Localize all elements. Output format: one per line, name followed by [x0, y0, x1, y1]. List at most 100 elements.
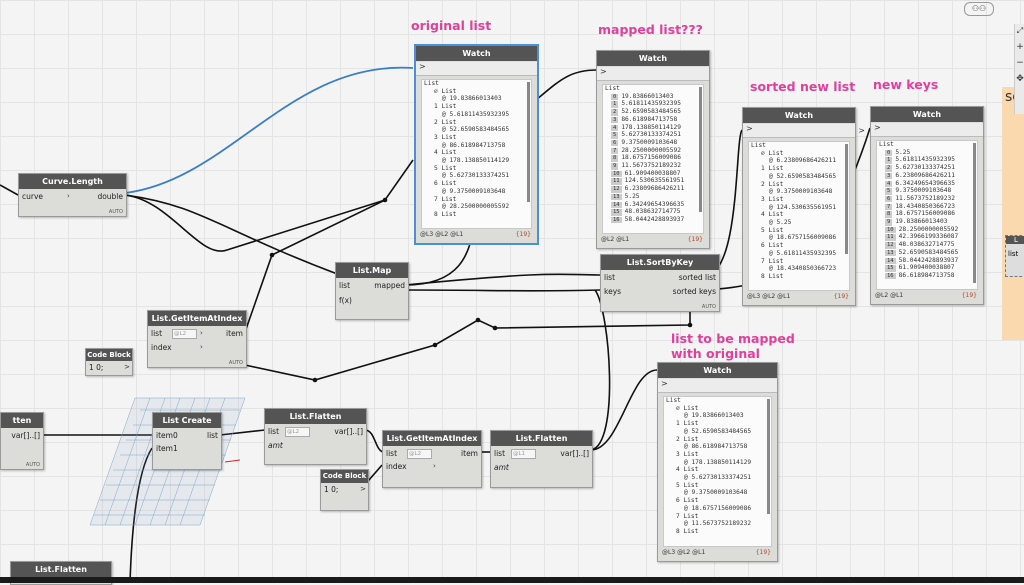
watch-row: @ 86.618984713758	[442, 141, 506, 149]
watch-row: 3 List	[676, 450, 699, 458]
wire-double-to-watch	[124, 159, 414, 252]
node-sort-by-key[interactable]: List.SortByKey list keys sorted list sor…	[600, 254, 720, 312]
scrollbar[interactable]	[845, 144, 848, 254]
value-text: 11.5673752189232	[895, 194, 955, 202]
input-list[interactable]: list	[151, 329, 163, 338]
watch-row: 2 List	[676, 435, 699, 443]
input-list[interactable]: list	[268, 427, 280, 436]
output-sorted-list[interactable]: sorted list	[678, 273, 716, 282]
pan-icon[interactable]: ✥	[1016, 74, 1024, 84]
node-getitem-1[interactable]: List.GetItemAtIndex list @L2 › index › i…	[147, 310, 247, 368]
watch-row: @ 52.6590583484565	[442, 126, 510, 134]
watch-row: List	[666, 397, 681, 404]
node-code-block-1[interactable]: Code Block 1 0; >	[85, 348, 133, 376]
output-mapped[interactable]: mapped	[374, 281, 405, 290]
scrollbar[interactable]	[699, 87, 702, 212]
value-text: 178.138850114129	[621, 123, 681, 131]
node-getitem-2[interactable]: List.GetItemAtIndex list @L2 index › ite…	[382, 430, 482, 488]
output-var[interactable]: var[]..[]	[11, 431, 40, 440]
output-sorted-keys[interactable]: sorted keys	[672, 287, 716, 296]
watch-row: 7 List	[761, 257, 784, 265]
output-list[interactable]: list	[206, 431, 218, 440]
input-port-icon[interactable]: >	[746, 124, 753, 133]
fit-icon[interactable]: ⤢	[1016, 26, 1024, 35]
input-index[interactable]: index	[151, 343, 172, 352]
index-badge: 15	[611, 209, 622, 216]
output-port-icon[interactable]: >	[858, 126, 865, 135]
node-curve-length[interactable]: Curve.Length curve › double AUTO	[18, 173, 127, 217]
zoom-out-icon[interactable]: −	[1016, 58, 1024, 68]
partial-node[interactable]: L list	[1005, 235, 1024, 277]
output-double[interactable]: double	[97, 192, 123, 201]
node-flatten-2[interactable]: List.Flatten list @L1 amt var[]..[]	[490, 430, 593, 488]
input-amt[interactable]: amt	[494, 463, 509, 472]
watch-footer: @L2 @L1{19}	[875, 292, 979, 303]
level-input[interactable]: @L2	[407, 449, 432, 459]
output-var[interactable]: var[]..[]	[560, 449, 589, 458]
level-input[interactable]: @L2	[172, 329, 197, 339]
input-port-icon[interactable]: >	[661, 379, 668, 388]
wire-flatten-getitem	[364, 429, 384, 453]
code-text[interactable]: 1 0;	[324, 485, 339, 494]
scrollbar[interactable]	[973, 143, 976, 283]
scrollbar[interactable]	[767, 399, 770, 514]
output-var[interactable]: var[]..[]	[334, 427, 363, 436]
watch-row: @ 18.6757156009086	[769, 234, 837, 242]
input-port-icon[interactable]: >	[600, 67, 607, 76]
input-port-icon[interactable]: >	[874, 123, 881, 132]
view-toggle-icon[interactable]: ⚇⚇	[964, 2, 994, 16]
node-title: Curve.Length	[19, 174, 126, 189]
output-item[interactable]: item	[226, 329, 243, 338]
output-item[interactable]: item	[461, 449, 478, 458]
input-amt[interactable]: amt	[268, 441, 283, 450]
watch-row: 5 List	[434, 164, 457, 172]
value-text: 9.3750009103648	[621, 138, 678, 146]
input-list[interactable]: list	[339, 281, 351, 290]
value-text: 61.909400038807	[898, 264, 955, 272]
node-title: List.Map	[336, 263, 408, 278]
input-port-icon[interactable]: >	[419, 62, 426, 71]
zoom-in-icon[interactable]: +	[1016, 42, 1024, 52]
input-curve[interactable]: curve	[22, 192, 44, 201]
input-index[interactable]: index	[386, 462, 407, 471]
input-list[interactable]: list	[604, 273, 616, 282]
input-list[interactable]: list	[386, 449, 398, 458]
level-input[interactable]: @L2	[285, 427, 310, 437]
input-keys[interactable]: keys	[604, 287, 622, 296]
input-fx[interactable]: f(x)	[339, 296, 352, 305]
node-left-partial[interactable]: tten var[]..[] AUTO	[0, 412, 44, 470]
code-text[interactable]: 1 0;	[89, 363, 104, 372]
value-text: 61.909400038807	[624, 169, 681, 177]
node-code-block-2[interactable]: Code Block 1 0; >	[320, 469, 369, 511]
node-title: Watch	[597, 51, 709, 66]
node-list-map[interactable]: List.Map list f(x) mapped	[335, 262, 409, 320]
input-list[interactable]: list	[494, 449, 506, 458]
node-list-create[interactable]: List Create item0 item1 list	[152, 412, 222, 470]
level-input[interactable]: @L1	[511, 449, 536, 459]
node-flatten-1[interactable]: List.Flatten list @L2 amt var[]..[]	[264, 408, 367, 465]
scrollbar[interactable]	[527, 82, 530, 202]
input-item1[interactable]: item1	[156, 444, 178, 453]
input-item0[interactable]: item0	[156, 431, 178, 440]
levels-label: @L3 @L2 @L1	[662, 549, 706, 556]
watch-row: 1 List	[434, 103, 457, 111]
index-badge: 12	[611, 186, 622, 193]
index-badge: 8	[885, 211, 893, 218]
value-text: 28.2500000005592	[621, 146, 681, 154]
